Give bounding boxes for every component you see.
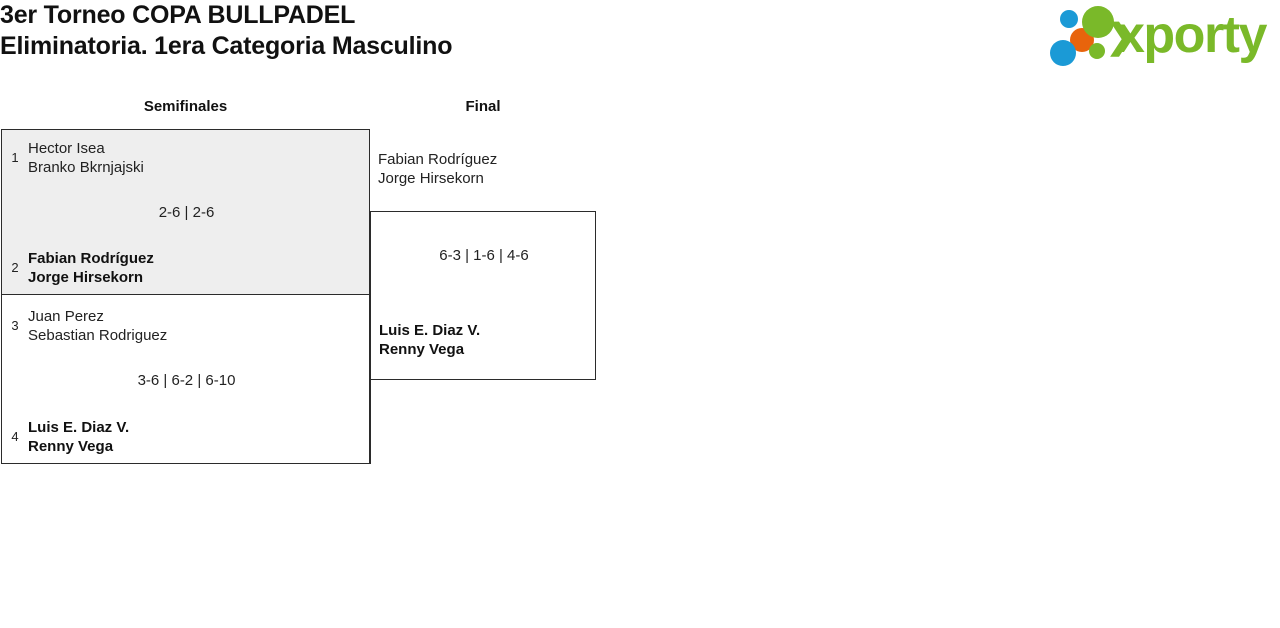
xporty-logo: ❯ xporty (1048, 4, 1276, 70)
player-name: Fabian Rodríguez (378, 151, 498, 168)
final-team-entry-top[interactable]: Fabian Rodríguez Jorge Hirsekorn (378, 150, 497, 188)
match-score: 6-3 | 1-6 | 4-6 (439, 247, 529, 264)
match-semifinal-1[interactable]: 1 Hector Isea Branko Bkrnjajski 2-6 | 2-… (1, 129, 370, 295)
team-entry-winner[interactable]: Fabian Rodríguez Jorge Hirsekorn (28, 249, 154, 287)
final-team-entry-winner[interactable]: Luis E. Diaz V. Renny Vega (379, 321, 480, 359)
player-name: Sebastian Rodriguez (28, 327, 168, 344)
player-name: Luis E. Diaz V. (379, 322, 481, 339)
match-score: 2-6 | 2-6 (158, 204, 215, 221)
match-score: 3-6 | 6-2 | 6-10 (137, 372, 236, 389)
player-name: Jorge Hirsekorn (28, 269, 144, 286)
match-semifinal-2[interactable]: 3 Juan Perez Sebastian Rodriguez 3-6 | 6… (1, 294, 370, 464)
player-name: Renny Vega (379, 341, 465, 358)
title-line-2: Eliminatoria. 1era Categoria Masculino (0, 32, 453, 60)
seed-number: 1 (11, 150, 19, 165)
player-name: Luis E. Diaz V. (28, 419, 130, 436)
logo-dot-green-small (1089, 43, 1105, 59)
player-name: Renny Vega (28, 438, 114, 455)
page-title: 3er Torneo COPA BULLPADEL Eliminatoria. … (0, 0, 900, 62)
team-entry[interactable]: Hector Isea Branko Bkrnjajski (28, 139, 144, 177)
team-entry-winner[interactable]: Luis E. Diaz V. Renny Vega (28, 418, 129, 456)
player-name: Fabian Rodríguez (28, 250, 154, 267)
title-line-1: 3er Torneo COPA BULLPADEL (0, 1, 356, 29)
player-name: Branko Bkrnjajski (28, 159, 144, 176)
logo-dots-icon (1048, 4, 1122, 68)
logo-wordmark: xporty (1116, 6, 1267, 64)
player-name: Juan Perez (28, 308, 104, 325)
seed-number: 3 (11, 318, 19, 333)
player-name: Hector Isea (28, 140, 105, 157)
logo-dot-green-large (1082, 6, 1114, 38)
seed-number: 2 (11, 260, 19, 275)
round-header-final: Final (465, 98, 501, 115)
logo-chevron-icon: ❯ (1106, 18, 1135, 56)
team-entry[interactable]: Juan Perez Sebastian Rodriguez (28, 307, 167, 345)
player-name: Jorge Hirsekorn (378, 170, 484, 187)
logo-dot-blue-small (1060, 10, 1078, 28)
logo-dot-blue-large (1050, 40, 1076, 66)
seed-number: 4 (11, 429, 19, 444)
match-final[interactable]: 6-3 | 1-6 | 4-6 Luis E. Diaz V. Renny Ve… (370, 211, 596, 380)
round-header-semifinales: Semifinales (143, 98, 228, 115)
